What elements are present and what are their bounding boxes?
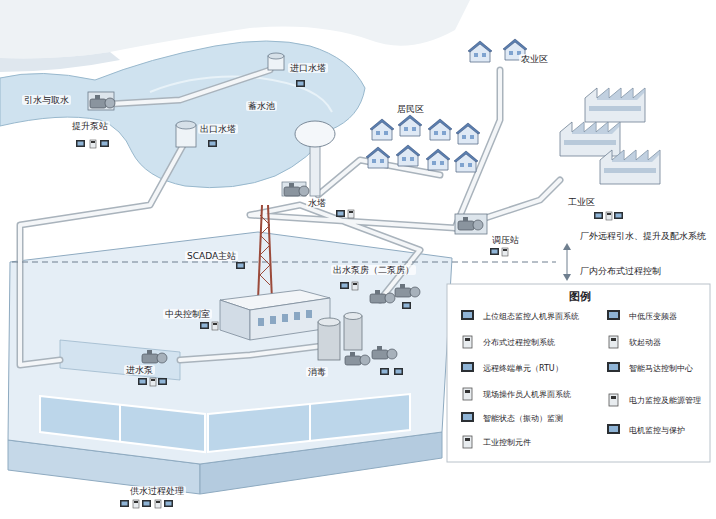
legend-icon [460, 309, 478, 323]
area-label: 出水泵房（二泵房） [331, 265, 416, 275]
area-label: 供水过程处理 [128, 486, 186, 496]
area-label: 厂内分布式过程控制 [578, 266, 663, 276]
area-label: 调压站 [490, 235, 521, 245]
area-label: 进口水塔 [288, 63, 328, 73]
area-label: 消毒 [306, 367, 328, 377]
legend-text: 智能状态（振动）监测 [483, 413, 563, 424]
legend-entry: 上位组态监控人机界面系统 [460, 309, 579, 323]
area-label: 出口水塔 [198, 124, 238, 134]
legend-icon [460, 435, 478, 449]
area-label: SCADA主站 [185, 251, 238, 261]
legend-icon [606, 361, 624, 375]
legend-icon [606, 423, 624, 437]
area-label: 引水与取水 [22, 95, 71, 105]
legend-entry: 中低压变频器 [606, 309, 677, 323]
legend-icon [460, 411, 478, 425]
legend-icon [460, 361, 478, 375]
legend-text: 电力监控及能源管理 [629, 395, 701, 406]
legend-icon [460, 387, 478, 401]
legend-entry: 分布式过程控制系统 [460, 335, 555, 349]
legend-entry: 软起动器 [606, 335, 661, 349]
legend-entry: 智能马达控制中心 [606, 361, 693, 375]
area-label: 提升泵站 [70, 121, 110, 131]
legend-entry: 现场操作员人机界面系统 [460, 387, 571, 401]
area-label: 蓄水池 [246, 101, 277, 111]
legend-text: 软起动器 [629, 337, 661, 348]
legend-icon [606, 309, 624, 323]
legend-entry: 电力监控及能源管理 [606, 393, 701, 407]
legend-text: 中低压变频器 [629, 311, 677, 322]
legend-text: 电机监控与保护 [629, 425, 685, 436]
legend-text: 上位组态监控人机界面系统 [483, 311, 579, 322]
legend-text: 智能马达控制中心 [629, 363, 693, 374]
legend-title: 图例 [567, 291, 593, 304]
legend-icon [606, 393, 624, 407]
area-label: 水塔 [306, 198, 328, 208]
legend-entry: 工业控制元件 [460, 435, 531, 449]
area-label: 厂外远程引水、提升及配水系统 [578, 231, 708, 241]
legend-text: 远程终端单元（RTU） [483, 363, 563, 374]
legend-text: 现场操作员人机界面系统 [483, 389, 571, 400]
area-label: 工业区 [566, 197, 597, 207]
legend-text: 分布式过程控制系统 [483, 337, 555, 348]
legend-entry: 智能状态（振动）监测 [460, 411, 563, 425]
legend-text: 工业控制元件 [483, 437, 531, 448]
area-label: 居民区 [395, 104, 426, 114]
legend-icon [606, 335, 624, 349]
area-label: 农业区 [519, 54, 550, 64]
legend-entry: 电机监控与保护 [606, 423, 685, 437]
area-label: 中央控制室 [163, 309, 212, 319]
legend-icon [460, 335, 478, 349]
area-label: 进水泵 [124, 365, 155, 375]
legend-entry: 远程终端单元（RTU） [460, 361, 563, 375]
